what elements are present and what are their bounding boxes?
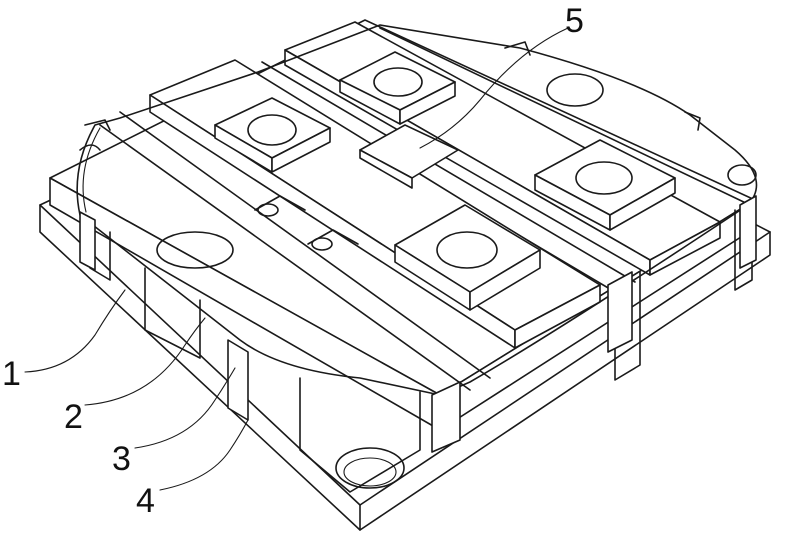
- label-2: 2: [64, 398, 83, 436]
- leader-4: [159, 419, 249, 491]
- leader-2: [84, 317, 206, 406]
- leader-1: [24, 289, 126, 373]
- leader-lines: [24, 27, 569, 491]
- leader-3: [134, 367, 236, 449]
- label-5: 5: [565, 2, 584, 40]
- label-4: 4: [136, 482, 155, 520]
- leader-5: [419, 27, 569, 149]
- label-3: 3: [112, 440, 131, 478]
- terminal-pads: [214, 51, 676, 311]
- label-1: 1: [2, 355, 21, 393]
